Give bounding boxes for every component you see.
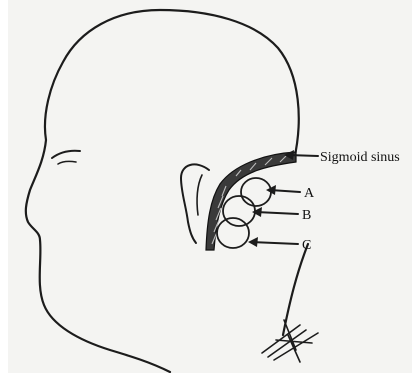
label-sigmoid-sinus: Sigmoid sinus (320, 150, 400, 165)
label-c: C (302, 238, 311, 253)
paper-left-margin (0, 0, 8, 373)
paper-right-margin (412, 0, 420, 373)
label-a: A (304, 186, 315, 201)
label-b: B (302, 208, 311, 223)
